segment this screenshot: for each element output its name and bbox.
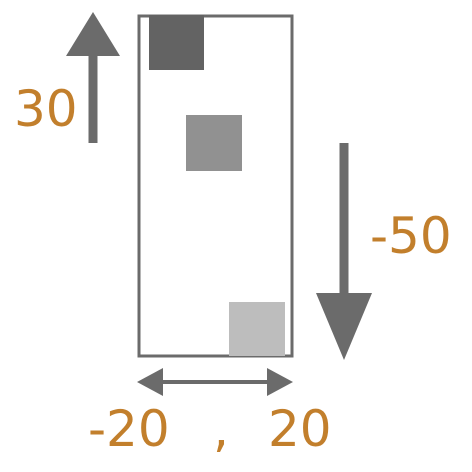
label-left-value: -20: [88, 400, 170, 458]
frame-rectangle: [137, 14, 294, 358]
square-mid: [186, 115, 242, 171]
label-separator: ,: [213, 400, 229, 458]
square-dark: [149, 15, 204, 70]
arrow-down-icon: [316, 143, 372, 360]
arrow-up-icon: [66, 12, 120, 143]
label-up-value: 30: [14, 80, 78, 138]
double-arrow-horizontal-icon: [137, 368, 293, 396]
square-light: [229, 302, 285, 356]
label-down-value: -50: [370, 207, 452, 265]
label-right-value: 20: [268, 400, 332, 458]
